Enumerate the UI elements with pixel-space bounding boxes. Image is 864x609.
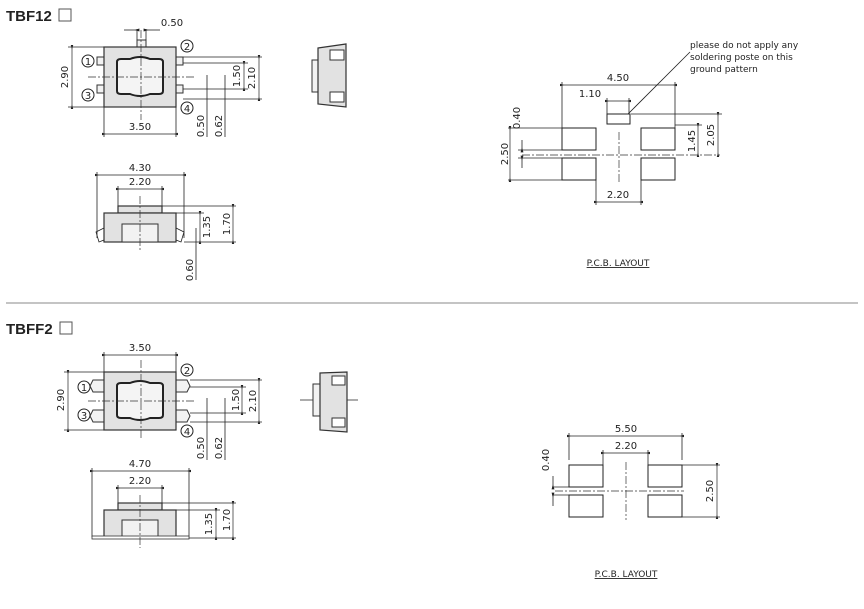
pad (640, 157, 676, 181)
pin-2 (175, 379, 191, 393)
section-title: TBF12 (6, 8, 52, 25)
pin-label-2: 2 (184, 42, 190, 53)
pin-label-3: 3 (85, 91, 91, 102)
front-view: 4.70 2.20 1.35 1.70 (89, 459, 236, 548)
dim-pin-b: 0.62 (214, 115, 225, 137)
pad (647, 494, 683, 518)
dim-pin-pitch-outer: 2.10 (247, 67, 258, 89)
dim-total-height: 1.70 (222, 509, 233, 531)
pcb-layout-2: 5.50 2.20 0.40 2.50 P.C.B. LAYOUT (541, 424, 720, 580)
section-tbf12: TBF12 0.50 1 2 3 4 2.90 3.50 1.50 (6, 8, 799, 281)
dim-ground-inner: 1.45 (687, 130, 698, 152)
dim-body-height: 1.35 (202, 216, 213, 238)
variant-box (58, 8, 72, 22)
dim-ground-outer: 2.05 (706, 124, 717, 146)
note-line-2: soldering poste on this (690, 53, 793, 63)
pin-label-4: 4 (184, 104, 190, 115)
dim-pin-pitch-inner: 1.50 (231, 389, 242, 411)
dim-pin-pitch-inner: 1.50 (232, 65, 243, 87)
dim-overall-width: 5.50 (615, 424, 637, 435)
note-line-1: please do not apply any (690, 41, 799, 51)
dim-total-height: 1.70 (222, 213, 233, 235)
dim-pad-height-total: 2.50 (705, 480, 716, 502)
section-title: TBFF2 (6, 321, 53, 338)
pin-label-4: 4 (184, 427, 190, 438)
dim-pad-gap: 0.40 (541, 449, 552, 471)
actuator-button (116, 56, 164, 97)
dim-pin-a: 0.50 (196, 115, 207, 137)
dim-overall-width: 4.30 (129, 163, 151, 174)
side-view (300, 371, 358, 433)
dim-body-height: 1.35 (204, 513, 215, 535)
note-line-3: ground pattern (690, 65, 758, 75)
top-view: 0.50 1 2 3 4 2.90 3.50 1.50 2.10 0.50 0.… (60, 18, 262, 137)
pad (568, 494, 604, 518)
dim-pad-spacing: 2.20 (607, 190, 629, 201)
pcb-layout-label: P.C.B. LAYOUT (587, 259, 650, 269)
section-tbff2: TBFF2 3.50 2.90 1 2 3 4 1.50 2.10 0.50 0… (6, 321, 720, 580)
side-view (311, 43, 347, 108)
pad (568, 464, 604, 488)
pin-4 (175, 409, 191, 423)
dim-pin-pitch-outer: 2.10 (248, 390, 259, 412)
pcb-layout-1: please do not apply any soldering poste … (500, 41, 799, 269)
pin-labels: 1 2 3 4 (81, 39, 194, 115)
dim-pin-a: 0.50 (196, 437, 207, 459)
dim-width: 3.50 (129, 343, 151, 354)
pin-1 (89, 379, 105, 393)
actuator-button (116, 380, 164, 421)
pad (647, 464, 683, 488)
dim-pad-height-total: 2.50 (500, 143, 511, 165)
dim-overall-width: 4.70 (129, 459, 151, 470)
pad (640, 127, 676, 151)
dim-cap-width: 2.20 (129, 177, 151, 188)
dim-width: 3.50 (129, 122, 151, 133)
dim-height: 2.90 (60, 66, 71, 88)
dim-ground-width: 1.10 (579, 89, 601, 100)
pin-label-2: 2 (184, 366, 190, 377)
pin-labels: 1 2 3 4 (77, 363, 194, 438)
dim-pad-gap: 0.40 (512, 107, 523, 129)
dim-plunger-width: 0.50 (161, 18, 183, 29)
pad (561, 127, 597, 151)
pin-3 (89, 409, 105, 423)
dim-cap-width: 2.20 (129, 476, 151, 487)
pin-label-3: 3 (81, 411, 87, 422)
pcb-layout-label: P.C.B. LAYOUT (595, 570, 658, 580)
dim-height: 2.90 (56, 389, 67, 411)
dim-pad-spacing: 2.20 (615, 441, 637, 452)
pin-label-1: 1 (81, 383, 87, 394)
dim-lead: 0.60 (185, 259, 196, 281)
front-view: 4.30 2.20 1.35 1.70 0.60 (94, 163, 236, 281)
top-view: 3.50 2.90 1 2 3 4 1.50 2.10 0.50 0.62 (56, 343, 262, 460)
ground-pattern (606, 113, 631, 125)
plunger-tab (136, 39, 147, 48)
pin-label-1: 1 (85, 57, 91, 68)
dim-pin-b: 0.62 (214, 437, 225, 459)
variant-box (59, 321, 73, 335)
dim-overall-width: 4.50 (607, 73, 629, 84)
pad (561, 157, 597, 181)
